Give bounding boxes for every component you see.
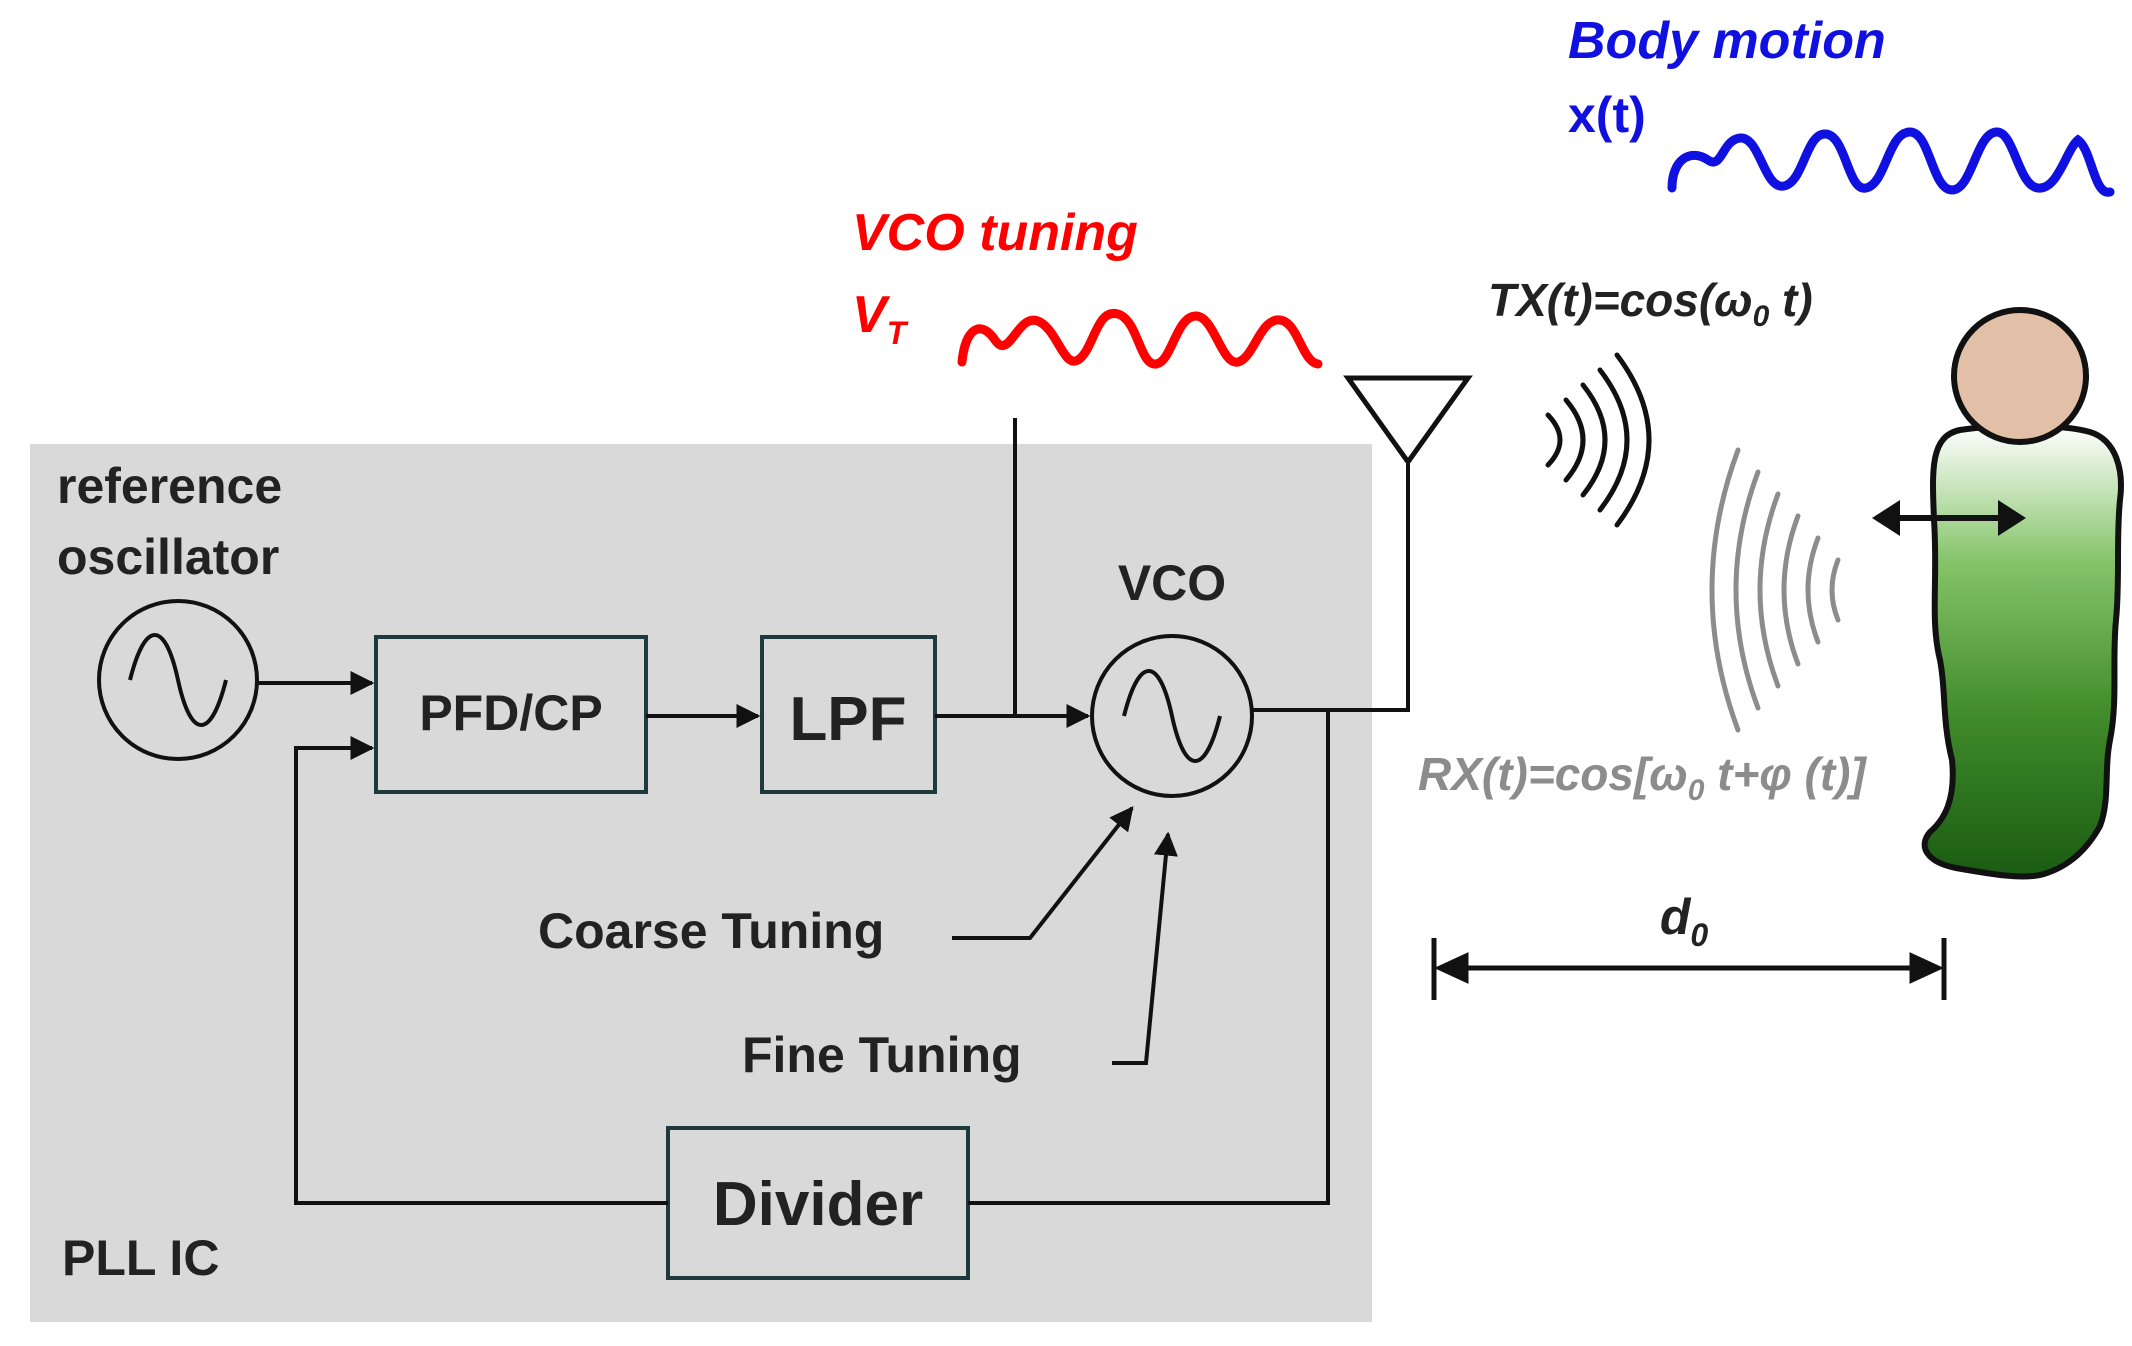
lpf-label: LPF bbox=[789, 685, 906, 754]
vco-label: VCO bbox=[1118, 555, 1226, 611]
divider-to-pfd-wire bbox=[294, 736, 668, 1205]
ref-osc-label-line2: oscillator bbox=[57, 529, 279, 585]
tx-wave-arcs bbox=[1545, 352, 1652, 528]
vco-symbol bbox=[1090, 634, 1254, 798]
rx-wave-arcs bbox=[1709, 447, 1841, 733]
vco-tuning-title: VCO tuning bbox=[852, 204, 1138, 262]
coarse-tuning-wire bbox=[952, 806, 1134, 940]
rx-signal-label: RX(t)=cos[ω0 t+φ (t)] bbox=[1418, 748, 1867, 807]
fine-tuning-wire bbox=[1112, 831, 1178, 1065]
reference-oscillator-symbol bbox=[97, 599, 259, 761]
tx-signal-label: TX(t)=cos(ω0 t) bbox=[1488, 274, 1813, 333]
fine-tuning-label: Fine Tuning bbox=[742, 1027, 1022, 1083]
distance-dimension-line bbox=[1431, 938, 1947, 1000]
body-motion-waveform bbox=[1667, 127, 2115, 197]
feedback-tap-wire bbox=[968, 710, 1330, 1205]
vco-tuning-waveform bbox=[957, 309, 1323, 369]
body-motion-title: Body motion bbox=[1568, 12, 1886, 70]
vt-label: VT bbox=[852, 286, 909, 351]
human-figure bbox=[1921, 307, 2124, 880]
divider-label: Divider bbox=[713, 1170, 923, 1239]
distance-label: d0 bbox=[1660, 889, 1709, 953]
pll-ic-label: PLL IC bbox=[62, 1230, 219, 1286]
human-head bbox=[1951, 307, 2089, 445]
antenna-icon bbox=[1343, 375, 1473, 467]
ref-osc-label-line1: reference bbox=[57, 458, 282, 514]
body-motion-arrow-icon bbox=[1872, 500, 2026, 536]
coarse-tuning-label: Coarse Tuning bbox=[538, 903, 884, 959]
signal-wires bbox=[258, 418, 1410, 1205]
human-body bbox=[1921, 422, 2124, 880]
body-motion-variable: x(t) bbox=[1568, 87, 1646, 143]
pfd-cp-label: PFD/CP bbox=[419, 685, 602, 741]
vco-to-antenna-wire bbox=[1252, 464, 1410, 712]
pll-ic-background bbox=[30, 444, 1372, 1322]
